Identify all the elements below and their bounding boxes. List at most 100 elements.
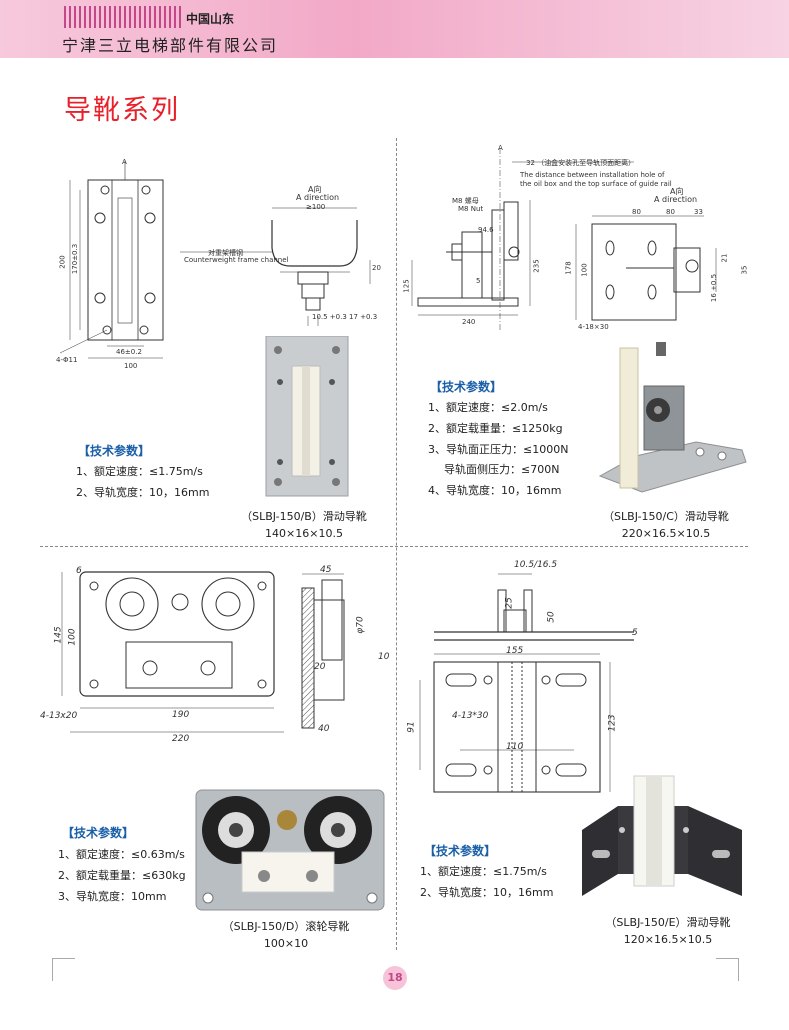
vertical-divider xyxy=(396,138,397,950)
label-d-dim-220: 220 xyxy=(172,734,190,744)
spec-b-2: 2、导轨宽度：10，16mm xyxy=(76,486,210,499)
spec-c-1: 1、额定速度：≤2.0m/s xyxy=(428,401,548,414)
drawing-slbj-150-d xyxy=(61,571,345,733)
label-c-a-dir-en: A direction xyxy=(654,195,698,204)
size-c: 220×16.5×10.5 xyxy=(621,527,711,540)
spec-title-d: 【技术参数】 xyxy=(62,826,135,840)
drawing-slbj-150-b xyxy=(59,160,371,359)
company-name: 宁津三立电梯部件有限公司 xyxy=(62,36,279,55)
photo-slbj-150-c xyxy=(598,342,747,493)
label-dim-10-5: 10.5 +0.3 17 +0.3 xyxy=(312,313,378,321)
label-a-dir-en: A direction xyxy=(296,193,340,202)
label-d-dim-20: 20 xyxy=(314,662,326,672)
spec-title-e: 【技术参数】 xyxy=(424,844,497,858)
model-d: （SLBJ-150/D）滚轮导靴 xyxy=(222,920,350,933)
header-region: 中国山东 xyxy=(186,12,235,26)
label-c-dim-100: 100 xyxy=(580,263,589,277)
caption-c: （SLBJ-150/C）滑动导靴 220×16.5×10.5 xyxy=(576,508,756,542)
label-d-dim-45: 45 xyxy=(320,565,332,575)
spec-c-5: 4、导轨宽度：10，16mm xyxy=(428,484,562,497)
label-c-dim-240: 240 xyxy=(462,318,476,326)
label-dim-46: 46±0.2 xyxy=(116,348,142,356)
spec-e-2: 2、导轨宽度：10，16mm xyxy=(420,886,554,899)
drawing-slbj-150-c xyxy=(411,148,717,330)
label-dim-170: 170±0.3 xyxy=(71,243,80,275)
page-number: 18 xyxy=(383,966,407,990)
label-d-dim-10: 10 xyxy=(378,652,390,662)
label-d-dim-190: 190 xyxy=(172,710,190,720)
label-c-dim-80b: 80 xyxy=(666,208,675,216)
spec-d-2: 2、额定载重量：≤630kg xyxy=(58,869,186,882)
drawing-slbj-150-e xyxy=(419,573,634,793)
model-e: （SLBJ-150/E）滑动导靴 xyxy=(605,916,731,929)
label-c-dim-32: 32 （油盒安装孔至导轨顶面距离） xyxy=(526,159,636,167)
label-c-note-1: The distance between installation hole o… xyxy=(520,171,665,179)
label-d-holes: 4-13x20 xyxy=(40,711,78,721)
label-c-m8-cn: M8 螺母 xyxy=(452,197,479,205)
label-c-a-dir-cn: A向 xyxy=(670,187,684,196)
label-e-dim-110: 110 xyxy=(506,742,524,752)
label-c-a: A xyxy=(498,144,503,152)
label-c-dim-16: 16 +0.5 xyxy=(710,273,719,303)
label-c-dim-178: 178 xyxy=(564,261,573,275)
footer-corner-left xyxy=(52,958,75,981)
label-dim-20: 20 xyxy=(372,264,381,272)
photo-slbj-150-d xyxy=(195,789,385,911)
footer-corner-right xyxy=(716,958,739,981)
label-e-dim-25: 25 xyxy=(504,597,515,609)
label-channel-en: Counterweight frame channel xyxy=(184,256,289,264)
spec-e-1: 1、额定速度：≤1.75m/s xyxy=(420,865,547,878)
label-c-note-2: the oil box and the top surface of guide… xyxy=(520,180,672,188)
label-d-dim-70: φ70 xyxy=(355,616,366,634)
spec-title-b: 【技术参数】 xyxy=(78,444,151,458)
label-e-dim-123: 123 xyxy=(607,714,618,732)
label-c-dim-5: 5 xyxy=(476,277,481,285)
size-b: 140×16×10.5 xyxy=(265,527,343,540)
label-d-dim-40: 40 xyxy=(318,724,330,734)
caption-e: （SLBJ-150/E）滑动导靴 120×16.5×10.5 xyxy=(578,914,758,948)
label-e-dim-91: 91 xyxy=(406,721,417,733)
caption-b: （SLBJ-150/B）滑动导靴 140×16×10.5 xyxy=(214,508,394,542)
label-d-dim-100: 100 xyxy=(67,628,78,646)
label-c-dim-946: 94.6 xyxy=(478,226,494,234)
label-channel-cn: 对重架槽钢 xyxy=(208,249,243,257)
label-e-dim-105: 10.5/16.5 xyxy=(514,560,558,570)
label-dim-200: 200 xyxy=(58,255,67,269)
header-stripes xyxy=(64,6,182,28)
label-e-dim-155: 155 xyxy=(506,646,524,656)
size-d: 100×10 xyxy=(263,937,309,950)
photo-slbj-150-b xyxy=(265,336,349,497)
photo-slbj-150-e xyxy=(582,775,742,896)
label-d-dim-6: 6 xyxy=(76,566,82,576)
label-dim-100: 100 xyxy=(124,362,138,370)
model-c: （SLBJ-150/C）滑动导靴 xyxy=(603,510,729,523)
label-c-holes: 4-18×30 xyxy=(578,323,609,331)
horizontal-divider xyxy=(40,546,748,547)
page-title: 导靴系列 xyxy=(64,95,180,126)
spec-d-1: 1、额定速度：≤0.63m/s xyxy=(58,848,185,861)
spec-c-3: 3、导轨面正压力：≤1000N xyxy=(428,443,569,456)
size-e: 120×16.5×10.5 xyxy=(623,933,713,946)
spec-title-c: 【技术参数】 xyxy=(430,380,503,394)
label-c-dim-33: 33 xyxy=(694,208,703,216)
label-width: ≥100 xyxy=(306,203,326,211)
spec-d-3: 3、导轨宽度：10mm xyxy=(58,890,167,903)
label-e-dim-5: 5 xyxy=(632,628,638,638)
label-a-dir-cn: A向 xyxy=(308,185,322,194)
spec-c-2: 2、额定载重量：≤1250kg xyxy=(428,422,563,435)
label-d-dim-145: 145 xyxy=(53,626,64,644)
label-c-dim-125: 125 xyxy=(402,279,411,293)
model-b: （SLBJ-150/B）滑动导靴 xyxy=(241,510,367,523)
label-holes: 4-Φ11 xyxy=(56,356,78,364)
label-c-dim-235: 235 xyxy=(532,259,541,273)
label-c-dim-21: 21 xyxy=(720,253,729,263)
caption-d: （SLBJ-150/D）滚轮导靴 100×10 xyxy=(196,918,376,952)
label-c-m8-en: M8 Nut xyxy=(458,205,484,213)
label-a: A xyxy=(122,158,127,166)
label-c-dim-80a: 80 xyxy=(632,208,641,216)
label-e-dim-50: 50 xyxy=(546,611,557,623)
spec-b-1: 1、额定速度：≤1.75m/s xyxy=(76,465,203,478)
label-c-dim-35: 35 xyxy=(740,265,749,275)
spec-c-4: 导轨面侧压力：≤700N xyxy=(444,463,560,476)
label-e-holes: 4-13*30 xyxy=(452,711,489,721)
